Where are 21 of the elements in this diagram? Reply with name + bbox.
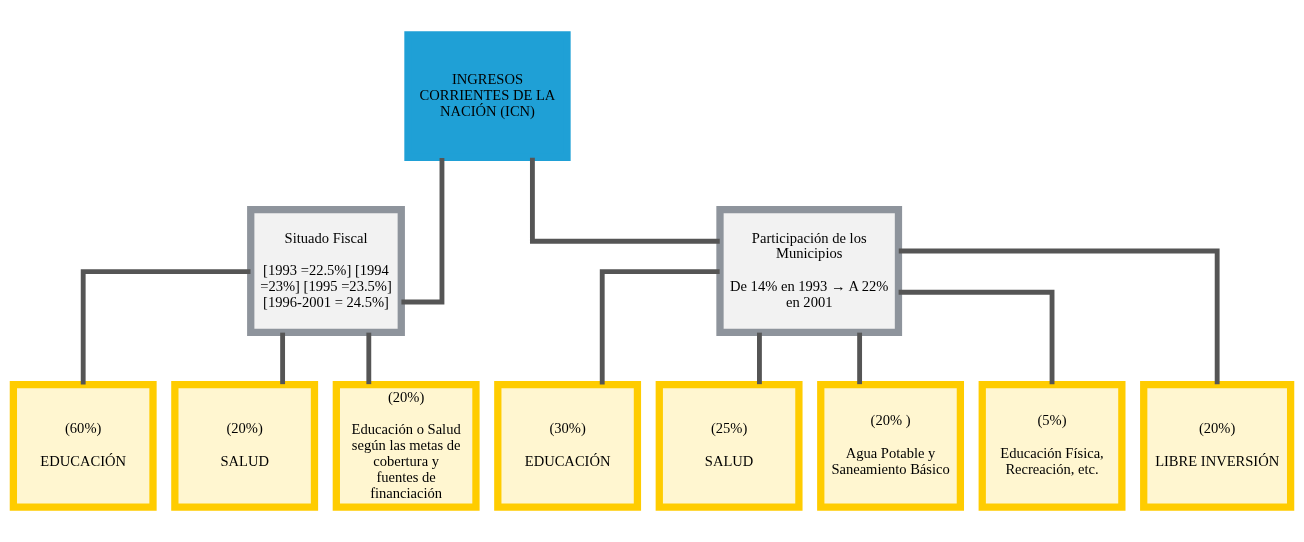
connector	[80, 269, 251, 385]
connector	[366, 332, 372, 385]
connector	[599, 269, 720, 385]
connector	[530, 157, 720, 244]
node-box: Situado Fiscal [1993 =22.5%] [1994 =23%] [1995 =23.5%] [1996-2001 = 24.5%]	[247, 206, 405, 336]
node-box: (20%) Educación o Salud según las metas de cobertura y fuentes de financiación	[332, 380, 480, 511]
connector	[280, 332, 286, 385]
node-box: (30%) EDUCACIÓN	[494, 380, 642, 511]
node-box: (5%) Educación Física, Recreación, etc.	[978, 380, 1126, 511]
node-box: (20% ) Agua Potable y Saneamiento Básico	[817, 380, 964, 511]
node-box: (20%) LIBRE INVERSIÓN	[1140, 380, 1295, 511]
node-box: Participación de los Municipios De 14% en 1993 → A 22% en 2001	[716, 206, 903, 336]
node-box: INGRESOS CORRIENTES DE LA NACIÓN (ICN)	[404, 31, 571, 162]
connector	[757, 332, 762, 385]
connector	[401, 157, 445, 305]
connector	[857, 332, 863, 385]
node-box: (20%) SALUD	[171, 380, 319, 511]
connector	[898, 289, 1055, 385]
connector	[898, 248, 1220, 385]
node-box: (60%) EDUCACIÓN	[9, 380, 157, 511]
node-box: (25%) SALUD	[655, 380, 803, 511]
